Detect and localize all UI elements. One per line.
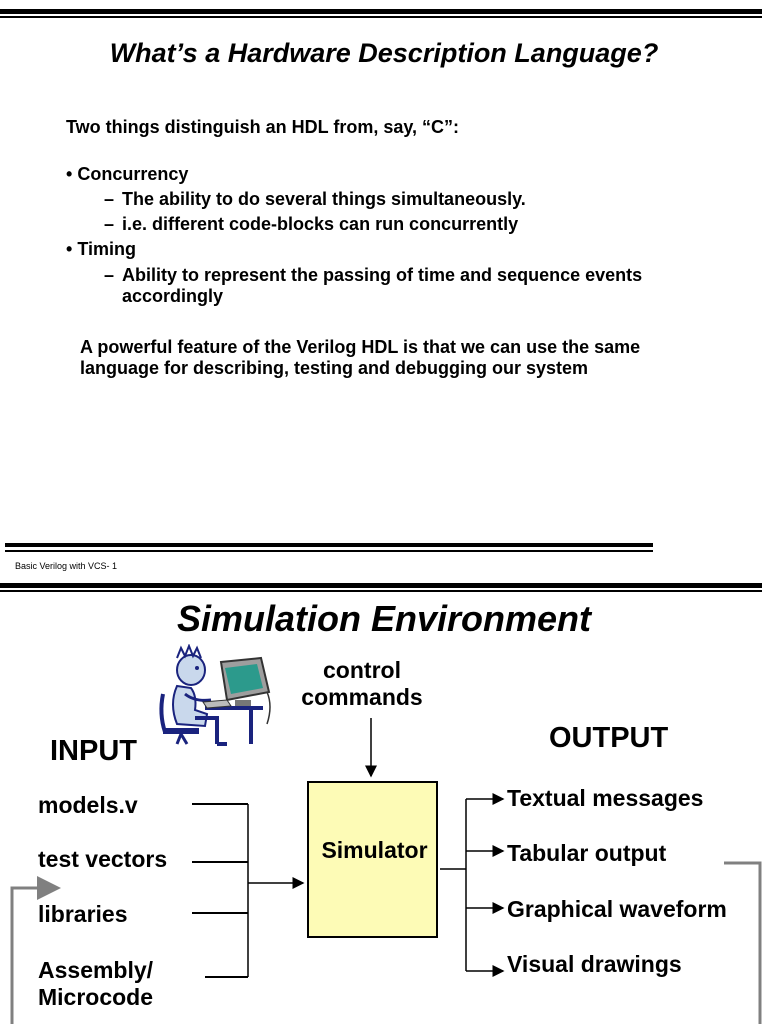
simulator-box: Simulator (307, 781, 438, 938)
sub-text: i.e. different code-blocks can run concu… (122, 214, 519, 234)
control-commands-label: control commands (294, 657, 430, 711)
bullet-timing: • Timing (66, 239, 136, 260)
verilog-paragraph: A powerful feature of the Verilog HDL is… (80, 337, 641, 378)
output-visual: Visual drawings (507, 951, 682, 977)
sub-dash: – (104, 189, 115, 209)
bullet-concurrency: • Concurrency (66, 164, 188, 185)
bullet-marker: • (66, 164, 73, 184)
output-header: OUTPUT (549, 722, 669, 754)
bottom-rule-thick (5, 543, 653, 547)
output-graphical: Graphical waveform (507, 896, 727, 922)
sub-text: The ability to do several things simulta… (122, 189, 526, 209)
bullet-label: Timing (77, 239, 136, 259)
intro-text: Two things distinguish an HDL from, say,… (66, 117, 460, 137)
slide-title: What’s a Hardware Description Language? (109, 38, 659, 68)
sub-dash: – (104, 214, 115, 234)
output-textual: Textual messages (507, 785, 704, 811)
sub-item: – Ability to represent the passing of ti… (104, 265, 642, 306)
slide-footer: Basic Verilog with VCS- 1 (15, 561, 118, 571)
simulator-label: Simulator (321, 837, 428, 863)
person-at-computer-icon (159, 644, 271, 746)
bottom-rule-thin (5, 550, 653, 552)
slide-title: Simulation Environment (176, 598, 592, 639)
sub-item: – The ability to do several things simul… (104, 189, 526, 210)
bullet-label: Concurrency (77, 164, 189, 184)
input-models: models.v (38, 792, 138, 818)
top-rule-thick (0, 583, 762, 588)
output-tabular: Tabular output (507, 840, 667, 866)
control-line-1: control (323, 657, 401, 683)
input-libraries: libraries (38, 901, 128, 927)
top-rule-thin (0, 590, 762, 592)
top-rule-thick (0, 9, 762, 14)
input-header: INPUT (50, 735, 137, 767)
bullet-marker: • (66, 239, 73, 259)
input-assembly: Assembly/ (38, 957, 154, 983)
sub-dash: – (104, 265, 115, 285)
top-rule-thin (0, 16, 762, 18)
input-test-vectors: test vectors (38, 846, 168, 872)
sub-text: Ability to represent the passing of time… (122, 265, 643, 306)
sub-item: – i.e. different code-blocks can run con… (104, 214, 518, 235)
input-microcode: Microcode (38, 984, 154, 1010)
control-line-2: commands (301, 684, 423, 710)
